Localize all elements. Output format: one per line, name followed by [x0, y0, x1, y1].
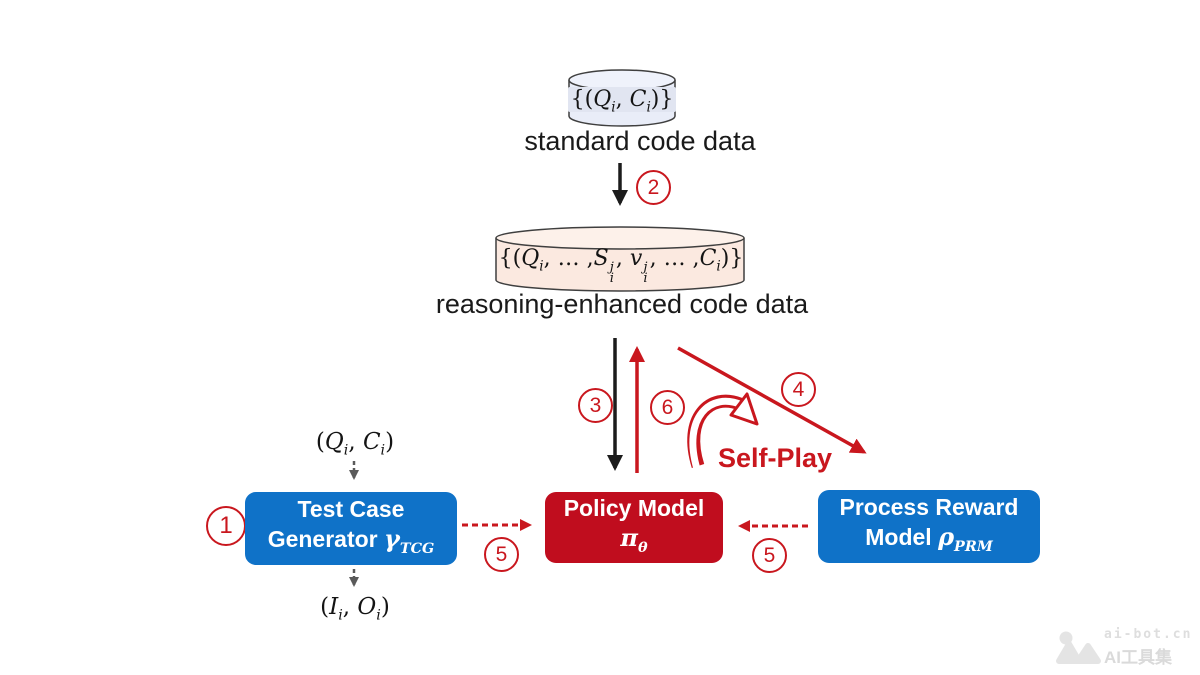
tcg-input-math: (Qi, Ci) [315, 429, 395, 459]
step-2-badge: 2 [636, 170, 671, 205]
enhanced-data-cylinder [495, 226, 745, 292]
watermark-name: AI工具集 [1104, 648, 1172, 667]
policy-model-box: Policy Model πθ [545, 492, 723, 563]
standard-data-math: {(Qi, Ci)} [556, 87, 688, 115]
standard-data-label: standard code data [524, 126, 756, 156]
watermark-logo-icon [1056, 631, 1101, 664]
step-6-badge: 6 [650, 390, 685, 425]
prm-line2: Model ρPRM [865, 521, 993, 555]
watermark-url: ai-bot.cn [1104, 627, 1193, 642]
tcg-line2: Generator γTCG [267, 523, 435, 557]
arrow-step4-diagonal [677, 346, 867, 454]
tcg-line1: Test Case [297, 495, 405, 522]
test-case-generator-box: Test Case Generator γTCG [245, 492, 457, 565]
step-5-left-badge: 5 [484, 537, 519, 572]
enhanced-data-label: reasoning-enhanced code data [435, 289, 809, 319]
step-4-badge: 4 [781, 372, 816, 407]
step-1-badge: 1 [206, 506, 246, 546]
policy-line1: Policy Model [563, 494, 705, 521]
prm-line1: Process Reward [839, 493, 1019, 520]
self-play-label: Self-Play [717, 443, 833, 473]
step-5-right-badge: 5 [752, 538, 787, 573]
process-reward-model-box: Process Reward Model ρPRM [818, 490, 1040, 563]
step-3-badge: 3 [578, 388, 613, 423]
policy-line2: πθ [620, 522, 648, 556]
tcg-output-math: (Ii, Oi) [320, 594, 390, 624]
self-play-arrow [687, 392, 759, 470]
